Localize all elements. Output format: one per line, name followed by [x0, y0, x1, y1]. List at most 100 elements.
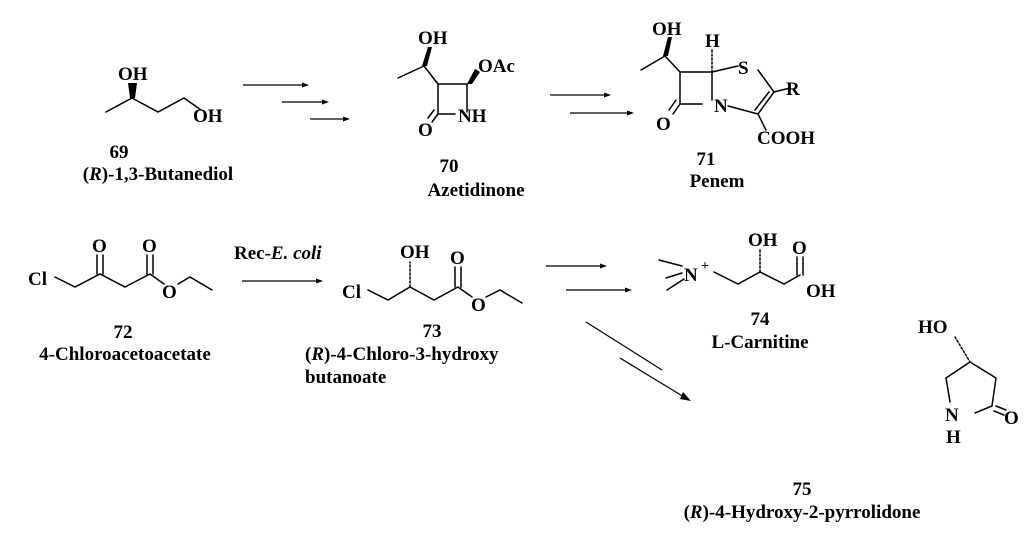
- atom-oac: OAc: [478, 56, 515, 77]
- atom-cooh: COOH: [757, 128, 815, 149]
- carbonyl-bond: [431, 113, 439, 123]
- reaction-arrow-72-to-73: Rec-E. coli: [234, 243, 323, 284]
- compound-73-structure: Cl OH O O: [342, 242, 523, 316]
- atom-oh: OH: [400, 242, 430, 263]
- ring-bond: [679, 71, 713, 101]
- compound-name: 4-Chloroacetoacetate: [39, 344, 211, 365]
- atom-o: O: [418, 120, 433, 141]
- reaction-arrows-70-to-71: [550, 92, 634, 116]
- compound-name: Azetidinone: [427, 180, 524, 201]
- atom-n: N: [945, 405, 959, 426]
- wedge-bond: [128, 83, 137, 98]
- compound-name: (R)-1,3-Butanediol: [83, 164, 233, 185]
- compound-number: 70: [440, 156, 459, 177]
- chain-bond: [54, 273, 165, 288]
- reaction-arrows-73-to-75: [585, 321, 691, 401]
- reaction-arrow: [585, 321, 663, 371]
- carbonyl-bond: [672, 103, 681, 115]
- atom-oh: OH: [418, 28, 448, 49]
- r-bond: [773, 87, 791, 93]
- ring-bond: [727, 105, 759, 115]
- atom-o: O: [1004, 408, 1019, 429]
- charge-plus: +: [701, 259, 709, 274]
- compound-name: Penem: [690, 171, 745, 192]
- arrow-head: [316, 278, 323, 284]
- compound-72-structure: Cl O O O: [28, 236, 213, 303]
- atom-r: R: [786, 79, 800, 100]
- carbonyl-bond: [993, 410, 1005, 416]
- atom-ho: HO: [918, 317, 948, 338]
- atom-o: O: [162, 282, 177, 303]
- carbonyl-bond: [668, 99, 677, 111]
- ethyl-bond: [177, 276, 213, 291]
- atom-oh: OH: [118, 64, 148, 85]
- arrow-head: [600, 263, 607, 269]
- ring-bond: [969, 361, 997, 414]
- compound-name: (R)-4-Hydroxy-2-pyrrolidone: [684, 502, 921, 523]
- arrow-head: [625, 287, 632, 293]
- arrow-head: [322, 99, 329, 105]
- methyl-bond: [665, 272, 683, 279]
- arrow-head: [680, 392, 691, 401]
- reaction-arrow: [619, 357, 685, 398]
- compound-69-structure: OH OH: [105, 64, 223, 127]
- atom-n: N: [714, 96, 728, 117]
- atom-o: O: [450, 248, 465, 269]
- side-chain-bond: [423, 65, 439, 85]
- compound-70-structure: OH OAc O NH: [397, 28, 515, 141]
- reaction-arrows-69-to-70: [243, 82, 350, 122]
- atom-oh: OH: [193, 106, 223, 127]
- reagent-label: Rec-E. coli: [234, 243, 322, 264]
- arrow-head: [627, 110, 634, 116]
- wedge-bond: [663, 37, 672, 56]
- atom-s: S: [738, 58, 749, 79]
- compound-number: 72: [114, 322, 133, 343]
- ring-bond: [757, 91, 775, 115]
- wedge-bond: [422, 47, 432, 66]
- ring-bond: [945, 361, 971, 403]
- ethyl-bond: [485, 289, 523, 304]
- ring-bond: [711, 65, 739, 73]
- compound-number: 73: [423, 321, 442, 342]
- atom-oh: OH: [748, 230, 778, 251]
- reaction-arrows-73-to-74: [546, 263, 632, 293]
- carbonyl-bond: [427, 109, 435, 119]
- compound-number: 71: [697, 149, 716, 170]
- compound-name-line2: butanoate: [305, 367, 386, 388]
- methyl-bond: [666, 278, 685, 291]
- arrow-head: [604, 92, 611, 98]
- atom-o: O: [142, 236, 157, 257]
- compound-74-structure: N + OH O OH: [658, 230, 836, 302]
- carbonyl-bond: [995, 405, 1007, 411]
- atom-o: O: [656, 114, 671, 135]
- atom-nh: NH: [458, 106, 487, 127]
- hashed-bond: [954, 336, 971, 363]
- double-bond: [754, 91, 770, 111]
- atom-o: O: [471, 295, 486, 316]
- compound-75-structure: HO N H O: [918, 317, 1019, 448]
- methyl-bond: [640, 55, 666, 71]
- ring-bond: [757, 69, 775, 93]
- atom-cl: Cl: [342, 282, 361, 303]
- compound-name: L-Carnitine: [711, 332, 808, 353]
- compound-71-structure: OH H S R N O COOH: [640, 19, 815, 149]
- atom-oh: OH: [652, 19, 682, 40]
- ring-bond: [437, 83, 456, 115]
- arrow-head: [343, 116, 350, 122]
- butanediol-chain-bond: [105, 97, 202, 113]
- side-chain-bond: [664, 55, 681, 73]
- carboxyl-bond: [757, 113, 767, 131]
- compound-number: 75: [793, 479, 812, 500]
- compound-name: (R)-4-Chloro-3-hydroxy: [305, 344, 499, 365]
- methyl-bond: [397, 65, 425, 79]
- wedge-bond: [467, 69, 480, 84]
- atom-oh: OH: [806, 281, 836, 302]
- compound-number: 74: [751, 309, 771, 330]
- atom-o: O: [792, 238, 807, 259]
- chain-bond: [713, 271, 801, 285]
- methyl-bond: [658, 259, 683, 267]
- ring-bond: [679, 71, 703, 105]
- atom-n: N: [684, 265, 698, 286]
- atom-o: O: [92, 236, 107, 257]
